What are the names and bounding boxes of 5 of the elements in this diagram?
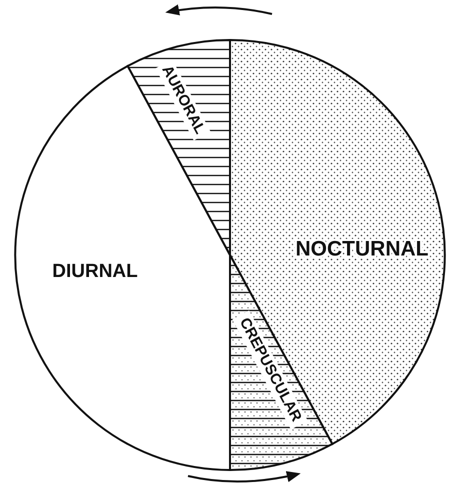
circle-sector xyxy=(229,254,334,471)
circle-sector xyxy=(126,39,231,256)
sector-label: DIURNAL xyxy=(52,261,138,282)
circle-sector xyxy=(229,39,446,445)
sector-label: NOCTURNAL xyxy=(296,238,428,261)
